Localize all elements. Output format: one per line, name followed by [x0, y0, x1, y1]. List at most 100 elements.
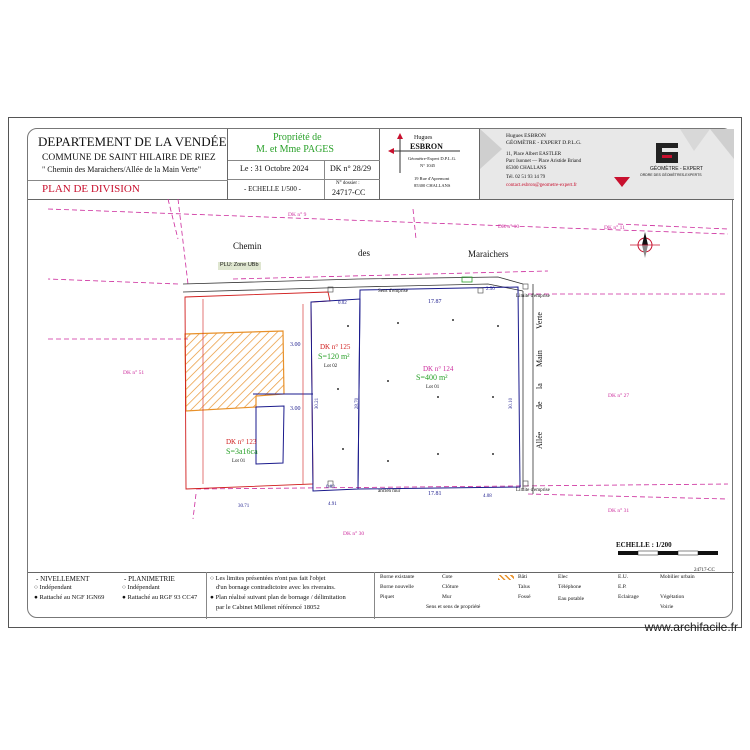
- dimension-bottom-1: 30.71: [238, 504, 250, 509]
- parcel-dk11: DK n° 11: [604, 225, 625, 231]
- survey-markers: [327, 283, 529, 487]
- parcel-dk31: DK n° 31: [608, 508, 630, 514]
- legend-piquet: Piquet: [380, 594, 395, 600]
- lot-c-sub: Lot 01: [232, 459, 246, 464]
- lot-a-area: S=120 m²: [318, 352, 350, 361]
- dossier-label: N° dossier :: [336, 181, 360, 186]
- legend-sens-propriete: Sens et sens de propriété: [426, 604, 481, 610]
- legend-bati: Bâti: [518, 574, 528, 580]
- legend-ep: E.P.: [618, 584, 627, 590]
- allee-word-5: Allée: [535, 431, 544, 449]
- parcel-dk27: DK n° 27: [608, 393, 630, 399]
- site-address: " Chemin des Maraichers/Allée de la Main…: [42, 165, 201, 174]
- lot-b-sub: Lot 01: [426, 385, 440, 390]
- lot-c-area: S=3a16ca: [226, 447, 258, 456]
- legend-borne-existante: Borne existante: [380, 574, 415, 580]
- office-street: 11, Place Albert EASTLER: [506, 152, 562, 157]
- legend-plan-indep: ○ Indépendant: [122, 584, 160, 591]
- legend-cloture: Clôture: [442, 584, 459, 590]
- legend-bati-swatch: [498, 575, 514, 580]
- surveyor-number: N° 1045: [420, 163, 436, 168]
- north-arrow-icon: [630, 232, 660, 258]
- title-block: DEPARTEMENT DE LA VENDÉE COMMUNE DE SAIN…: [28, 129, 228, 199]
- dimension-bottom: 17.81: [428, 491, 442, 497]
- office-block: Hugues ESBRON GÉOMÈTRE - EXPERT D.P.L.G.…: [480, 129, 734, 199]
- surveyor-firstname: Hugues: [414, 135, 433, 141]
- scale-bar: [618, 550, 718, 556]
- parcel-dk10: DK n° 10: [498, 224, 520, 230]
- office-city: 85300 CHALLANS: [506, 166, 547, 171]
- legend-telephone: Téléphone: [558, 584, 582, 590]
- legend-planimetrie: - PLANIMETRIE: [124, 575, 175, 583]
- stamp-cross-icon: [388, 133, 460, 173]
- dimension-left-mid: 3.00: [290, 406, 301, 412]
- note-bottom-right: Limite d'emprise: [516, 488, 550, 493]
- office-triangles: [480, 129, 734, 187]
- surveyor-title: Géomètre-Expert D.P.L.G.: [408, 156, 457, 161]
- plan-scale: - ECHELLE 1/500 -: [244, 185, 301, 193]
- legend-fosse: Fossé: [518, 594, 531, 600]
- office-phone: Tél. 02 51 93 14 79: [506, 175, 546, 180]
- hatched-lot: [184, 330, 285, 412]
- dk-reference: DK n° 28/29: [330, 164, 371, 173]
- dimension-small-2: 2.50: [486, 287, 495, 292]
- dimension-vertical-3: 30.10: [509, 397, 515, 410]
- office-area: Parc Isonnet — Place Aristide Briand: [506, 159, 582, 164]
- legend-mobilier: Mobilier urbain: [660, 574, 695, 580]
- lot-b-area: S=400 m²: [416, 373, 448, 382]
- office-email: contact.esbron@geometre-expert.fr: [506, 183, 577, 188]
- legend-talus: Talus: [518, 584, 530, 590]
- commune-name: COMMUNE DE SAINT HILAIRE DE RIEZ: [42, 153, 216, 163]
- cadastral-boundaries: [47, 199, 729, 520]
- lot-b-name: DK n° 124: [423, 365, 454, 373]
- note-stake-bottom: ancien mur: [378, 489, 401, 494]
- legend-eclairage: Eclairage: [618, 594, 639, 600]
- office-name: Hugues ESBRON: [506, 133, 546, 139]
- department-title: DEPARTEMENT DE LA VENDÉE: [38, 134, 227, 149]
- lot-c-name: DK n° 123: [226, 438, 257, 446]
- legend-divider: [28, 572, 734, 573]
- dimension-top: 17.87: [428, 299, 442, 305]
- dimension-small-1: 0.02: [338, 301, 347, 306]
- property-label: Propriété de: [273, 132, 322, 143]
- plan-title: PLAN DE DIVISION: [42, 183, 140, 195]
- spot-points: [337, 319, 499, 462]
- plu-zone-label: PLU: Zone UBb: [218, 262, 261, 270]
- green-marker-icon: [461, 276, 473, 283]
- plan-drawing: [47, 199, 729, 556]
- legend-elec: Elec: [558, 574, 568, 580]
- dimension-ticks: [202, 299, 304, 484]
- legend-eu: E.U.: [618, 574, 629, 580]
- dimension-vertical-2: 28.70: [355, 397, 361, 410]
- owner-name: M. et Mme PAGES: [256, 144, 334, 155]
- legend-borne-nouvelle: Borne nouvelle: [380, 584, 414, 590]
- legend-voirie: Voirie: [660, 604, 674, 610]
- watermark: www.archifacile.fr: [644, 620, 738, 634]
- legend-note-2: d'un bornage contradictoire avec les riv…: [216, 584, 336, 591]
- plan-sheet: DEPARTEMENT DE LA VENDÉE COMMUNE DE SAIN…: [27, 128, 734, 619]
- legend-note-4: par le Cabinet Millenet référencé 18052: [216, 604, 320, 611]
- dossier-number: 24717-CC: [332, 188, 366, 197]
- allee-word-1: Verte: [535, 312, 544, 329]
- legend-plan-rgf: ● Rattaché au RGF 93 CC47: [122, 594, 198, 601]
- legend-mur: Mur: [442, 594, 452, 600]
- dimension-bottom-2: 4.08: [483, 494, 492, 499]
- legend-note-1: ○ Les limites présentées n'ont pas fait …: [210, 575, 326, 582]
- surveyor-lastname: ESBRON: [410, 142, 443, 151]
- office-title: GÉOMÈTRE - EXPERT D.P.L.G.: [506, 140, 582, 146]
- owner-block: Propriété de M. et Mme PAGES Le : 31 Oct…: [228, 129, 380, 199]
- dimension-small-3: 0.03: [326, 485, 335, 490]
- road-name-left: Chemin: [233, 241, 262, 251]
- parcel-dk30: DK n° 30: [343, 531, 365, 537]
- logo-subtext: ORDRE DES GÉOMÈTRES-EXPERTS: [640, 173, 702, 177]
- legend-note-3: ● Plan réalisé suivant plan de bornage /…: [210, 594, 346, 601]
- parcel-dk9: DK n° 9: [288, 212, 307, 218]
- logo-text: GÉOMÈTRE - EXPERT: [650, 166, 703, 172]
- dimension-left-top: 3.00: [290, 342, 301, 348]
- surveyor-stamp: Hugues ESBRON Géomètre-Expert D.P.L.G. N…: [380, 129, 480, 199]
- legend-vegetation: Végétation: [660, 594, 685, 600]
- plan-date: Le : 31 Octobre 2024: [240, 164, 309, 173]
- note-top-right: Limite d'emprise: [516, 294, 550, 299]
- allee-word-4: de: [535, 401, 544, 409]
- legend-niv-ngf: ● Rattaché au NGF IGN69: [34, 594, 105, 601]
